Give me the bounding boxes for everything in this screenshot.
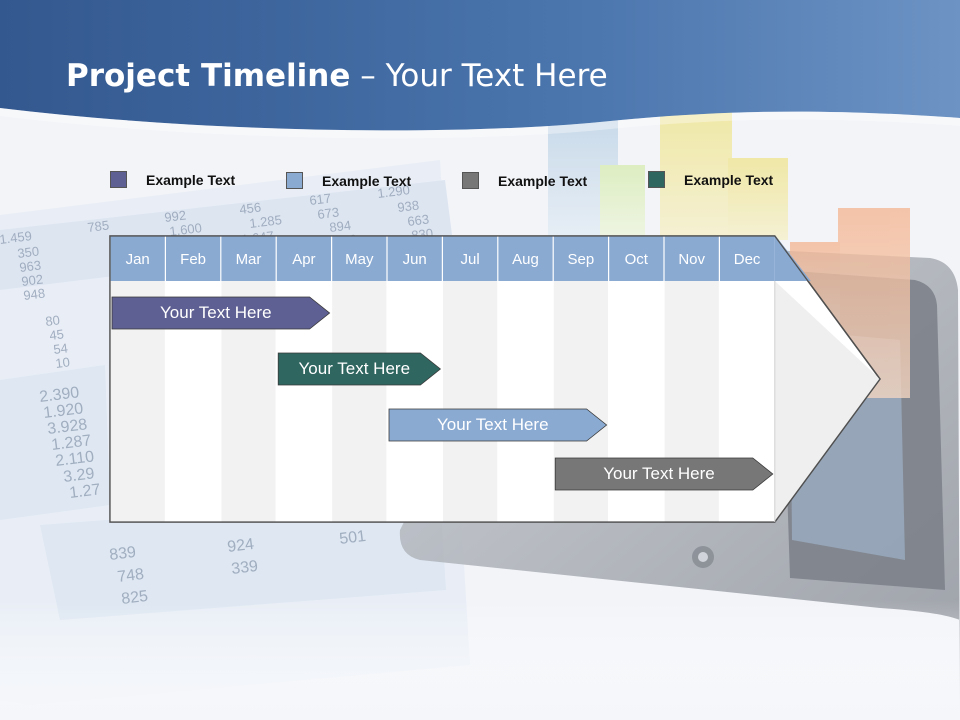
background-number: 938 bbox=[397, 197, 420, 215]
legend-swatch bbox=[462, 172, 479, 189]
month-column bbox=[387, 281, 443, 522]
legend-label: Example Text bbox=[146, 172, 236, 188]
background-number: 54 bbox=[53, 340, 69, 357]
background-number: 748 bbox=[116, 566, 145, 586]
month-header-cell bbox=[276, 236, 332, 281]
legend-label: Example Text bbox=[498, 173, 588, 189]
month-header-cell bbox=[719, 236, 775, 281]
title-bold: Project Timeline bbox=[66, 58, 351, 94]
task-bar bbox=[388, 408, 608, 442]
background-number: 501 bbox=[338, 528, 367, 548]
background-number: 992 bbox=[164, 207, 187, 225]
month-label: Aug bbox=[512, 251, 539, 268]
month-label: Jul bbox=[460, 251, 480, 268]
background-number: 1.27 bbox=[68, 481, 101, 502]
month-label: Feb bbox=[180, 251, 207, 268]
month-column bbox=[442, 281, 498, 522]
background-number: 456 bbox=[239, 199, 262, 217]
legend-swatch bbox=[110, 171, 127, 188]
month-label: Sep bbox=[567, 251, 595, 268]
task-bar bbox=[111, 296, 331, 330]
background-number: 3.29 bbox=[62, 465, 95, 486]
background-number: 617 bbox=[309, 190, 332, 208]
background-number: 2.110 bbox=[54, 448, 95, 470]
background-number: 10 bbox=[55, 354, 71, 371]
legend-label: Example Text bbox=[322, 173, 412, 189]
background-number: 663 bbox=[407, 211, 430, 229]
month-header-cell bbox=[387, 236, 443, 281]
background-number: 1.290 bbox=[377, 182, 411, 201]
background-number: 948 bbox=[23, 285, 46, 303]
timeline-arrow-tip bbox=[774, 281, 880, 522]
month-header-cell bbox=[664, 236, 720, 281]
month-header-cell bbox=[220, 236, 277, 281]
month-label: Oct bbox=[624, 251, 648, 268]
task-label: Your Text Here bbox=[160, 303, 272, 322]
month-header-cell bbox=[110, 236, 166, 281]
month-label: Jun bbox=[402, 251, 427, 268]
month-header-cell bbox=[608, 236, 664, 281]
background-number: 839 bbox=[108, 544, 137, 564]
legend-swatch bbox=[286, 172, 303, 189]
month-label: Nov bbox=[678, 251, 706, 268]
task-label: Your Text Here bbox=[437, 415, 549, 434]
background-number: 80 bbox=[45, 312, 61, 329]
background-number: 963 bbox=[19, 257, 42, 275]
month-header-cell bbox=[442, 236, 498, 281]
background-number: 924 bbox=[226, 536, 255, 556]
background-number: 1.600 bbox=[169, 220, 203, 239]
task-bar bbox=[554, 457, 774, 491]
background-number: 350 bbox=[17, 243, 40, 261]
month-label: Apr bbox=[292, 251, 316, 268]
title-rest: – Your Text Here bbox=[350, 58, 608, 94]
timeline-outline bbox=[109, 235, 881, 523]
background-number: 785 bbox=[87, 217, 110, 235]
legend-label: Example Text bbox=[684, 172, 774, 188]
background-number: 1.287 bbox=[50, 432, 92, 454]
task-label: Your Text Here bbox=[298, 359, 411, 378]
background-number: 1.285 bbox=[249, 212, 283, 231]
background-number: 902 bbox=[21, 271, 44, 289]
month-label: May bbox=[345, 251, 374, 268]
background-number: 339 bbox=[230, 558, 259, 578]
page-title: Project Timeline – Your Text Here bbox=[66, 58, 608, 94]
background-number: 1.459 bbox=[0, 228, 33, 247]
month-header-cell bbox=[331, 236, 387, 281]
month-column bbox=[497, 281, 554, 522]
month-header-cell bbox=[553, 236, 609, 281]
month-header-cell bbox=[497, 236, 554, 281]
background-number: 45 bbox=[49, 326, 65, 343]
month-label: Dec bbox=[733, 251, 761, 268]
task-label: Your Text Here bbox=[603, 464, 715, 483]
background-number: 3.928 bbox=[46, 416, 88, 438]
task-bar bbox=[277, 352, 442, 386]
background-number: 894 bbox=[329, 217, 352, 235]
month-label: Mar bbox=[235, 251, 262, 268]
background-number: 673 bbox=[317, 204, 340, 222]
legend-swatch bbox=[648, 171, 665, 188]
background-number: 1.920 bbox=[42, 400, 84, 422]
background-number: 2.390 bbox=[38, 384, 80, 406]
month-header-cell bbox=[165, 236, 221, 281]
month-label: Jan bbox=[125, 251, 150, 268]
month-column bbox=[331, 281, 387, 522]
